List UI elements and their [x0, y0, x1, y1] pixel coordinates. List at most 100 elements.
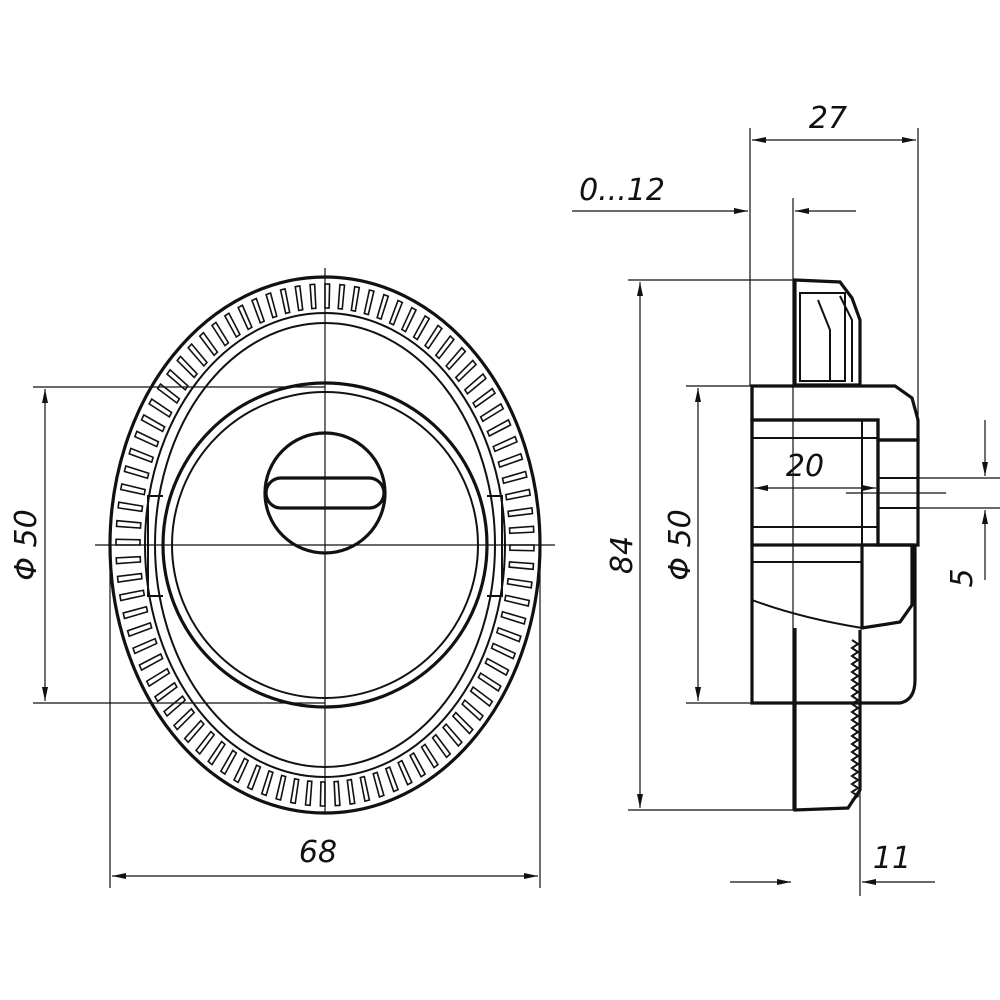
knurl-tooth	[434, 334, 455, 360]
knurl-tooth	[198, 331, 219, 357]
side-body-top-flange	[750, 384, 920, 442]
side-dim-5-label: 5	[945, 568, 980, 587]
knurl-tooth	[207, 740, 227, 766]
knurl-tooth	[477, 671, 502, 693]
knurl-tooth	[163, 695, 187, 718]
knurl-tooth	[294, 284, 304, 312]
knurl-tooth	[119, 482, 147, 496]
side-dim-11-label: 11	[873, 841, 911, 876]
side-cap-outline	[793, 278, 862, 387]
knurl-tooth	[507, 506, 534, 518]
side-cap-spring	[817, 295, 853, 382]
knurl-tooth	[333, 780, 341, 807]
knurl-tooth	[359, 775, 371, 803]
knurl-tooth	[479, 402, 505, 423]
knurl-tooth	[384, 765, 400, 793]
knurl-tooth	[232, 757, 250, 784]
side-cap-crosshatch	[799, 292, 846, 382]
front-dim-diameter-label: Φ 50	[9, 509, 44, 580]
knurl-tooth	[420, 743, 440, 769]
knurl-tooth	[423, 324, 443, 350]
knurl-tooth	[187, 342, 209, 368]
knurl-tooth	[400, 306, 418, 333]
knurl-tooth	[500, 610, 527, 626]
knurl-tooth	[210, 321, 230, 347]
knurl-tooth	[388, 299, 404, 326]
knurl-tooth	[176, 355, 199, 379]
knurl-tooth	[324, 283, 331, 309]
side-bottom-knurling	[850, 639, 860, 801]
knurl-tooth	[492, 435, 518, 453]
knurl-tooth	[116, 572, 143, 584]
knurl-tooth	[451, 711, 474, 735]
side-dim-d50-label: Φ 50	[663, 509, 698, 580]
knurl-tooth	[128, 447, 155, 464]
knurl-tooth	[501, 470, 528, 485]
side-dim-012-label: 0...12	[579, 173, 665, 208]
knurl-tooth	[183, 719, 205, 744]
knurl-tooth	[115, 538, 141, 546]
knurl-tooth	[148, 397, 173, 419]
knurl-tooth	[495, 626, 522, 643]
side-body-lower	[860, 543, 914, 630]
knurl-tooth	[454, 359, 478, 383]
side-view: 27 0...12 84 Φ 50 20 5 11	[572, 101, 1000, 896]
knurl-tooth	[265, 291, 278, 319]
knurl-tooth	[275, 774, 287, 802]
front-dim-width-label: 68	[299, 835, 337, 870]
knurl-tooth	[376, 293, 390, 321]
knurl-tooth	[195, 730, 216, 756]
knurl-tooth	[115, 519, 142, 529]
knurl-tooth	[397, 759, 413, 786]
knurl-tooth	[126, 621, 153, 638]
knurl-tooth	[441, 722, 463, 748]
knurl-tooth	[246, 764, 262, 791]
knurl-tooth	[123, 464, 150, 480]
knurl-tooth	[409, 751, 427, 778]
side-dim-27-label: 27	[809, 101, 847, 136]
knurl-tooth	[472, 387, 497, 409]
side-bottom-plate	[793, 628, 862, 812]
knurl-tooth	[412, 314, 431, 341]
knurl-tooth	[461, 699, 485, 722]
knurl-tooth	[304, 780, 313, 807]
knurl-tooth	[337, 283, 346, 310]
knurl-tooth	[484, 657, 510, 677]
knurl-tooth	[319, 781, 326, 807]
knurl-tooth	[172, 707, 196, 731]
knurl-tooth	[497, 452, 524, 469]
knurl-tooth	[122, 605, 149, 620]
knurl-tooth	[463, 372, 487, 395]
knurl-tooth	[506, 577, 533, 589]
knurl-tooth	[260, 769, 274, 797]
knurl-tooth	[156, 382, 181, 405]
knurl-tooth	[289, 777, 300, 805]
front-side-tab-right	[487, 495, 503, 597]
knurl-tooth	[350, 285, 361, 313]
knurl-tooth	[372, 771, 385, 799]
knurl-tooth	[445, 346, 467, 371]
knurl-tooth	[115, 555, 142, 565]
knurl-tooth	[138, 652, 164, 672]
side-rosette-curve	[751, 599, 863, 629]
knurl-tooth	[346, 778, 356, 806]
knurl-tooth	[469, 685, 494, 708]
knurl-tooth	[153, 681, 178, 703]
front-side-tab-left	[147, 495, 163, 597]
knurl-tooth	[140, 413, 166, 433]
side-body-right-wall	[876, 438, 920, 547]
knurl-tooth	[279, 287, 291, 315]
knurl-tooth	[490, 642, 517, 660]
knurl-tooth	[145, 667, 171, 688]
knurl-tooth	[237, 304, 253, 331]
front-knurling-teeth	[115, 283, 535, 807]
knurl-tooth	[508, 525, 535, 535]
side-dim-84-label: 84	[605, 536, 640, 574]
knurl-tooth	[509, 544, 535, 552]
knurl-tooth	[363, 288, 375, 316]
knurl-tooth	[219, 749, 238, 776]
side-dim-20-label: 20	[786, 449, 824, 484]
knurl-tooth	[431, 733, 452, 759]
knurl-tooth	[133, 430, 160, 448]
